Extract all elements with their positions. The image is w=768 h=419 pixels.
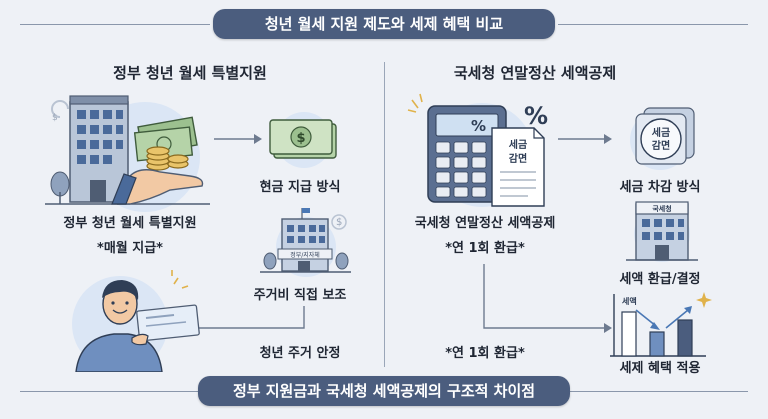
right-step-1: 세금 차감 방식 (619, 180, 701, 195)
svg-text:세금: 세금 (509, 138, 527, 151)
footer-title: 정부 지원금과 국세청 세액공제의 구조적 차이점 (198, 376, 570, 406)
left-program-note: *매월 지급* (97, 241, 163, 256)
local-government-sign: 정부/지자체 (290, 251, 320, 259)
svg-text:감면: 감면 (652, 139, 670, 152)
title-rule-left (20, 24, 210, 25)
svg-text:$: $ (52, 113, 58, 123)
left-step-1: 현금 지급 방식 (259, 180, 341, 195)
calculator-icon: % % 세금 감면 (407, 93, 548, 207)
right-step-3: 세제 혜택 적용 (619, 361, 701, 376)
svg-text:$: $ (296, 131, 305, 146)
percent-symbol: % (524, 102, 548, 130)
right-step-2: 세액 환급/결정 (619, 272, 701, 287)
left-step-2: 주거비 직접 보조 (253, 288, 347, 303)
government-building-icon: $ (45, 95, 210, 212)
left-program-label: 정부 청년 월세 특별지원 (63, 216, 197, 231)
left-arrow-1 (214, 134, 262, 144)
right-program-note: *연 1회 환급* (445, 241, 525, 256)
tax-reduction-badge-icon: 세금 감면 (630, 107, 695, 170)
tax-office-sign: 국세청 (652, 204, 671, 213)
footer-rule-right (570, 391, 748, 392)
left-step-3: 청년 주거 안정 (259, 346, 341, 361)
left-arrow-2 (188, 306, 305, 333)
center-divider (384, 62, 385, 367)
tax-office-building-icon: 국세청 (626, 201, 698, 262)
young-person-icon (72, 270, 200, 372)
svg-text:감면: 감면 (509, 152, 527, 165)
right-arrow-1 (558, 134, 612, 144)
right-arrow-note: *연 1회 환급* (445, 346, 525, 361)
right-program-label: 국세청 연말정산 세액공제 (414, 216, 556, 231)
page-title: 청년 월세 지원 제도와 세제 혜택 비교 (213, 9, 555, 39)
cash-bill-icon: $ (269, 112, 337, 168)
title-rule-right (558, 24, 748, 25)
right-arrow-2 (483, 264, 612, 333)
left-heading: 정부 청년 월세 특별지원 (113, 64, 267, 82)
svg-text:$: $ (336, 217, 342, 228)
svg-text:%: % (471, 117, 486, 135)
local-government-building-icon: $ 정부/지자체 (260, 208, 351, 277)
svg-text:세금: 세금 (652, 126, 670, 139)
right-heading: 국세청 연말정산 세액공제 (453, 64, 617, 82)
tax-benefit-chart-icon: 세액 (610, 292, 712, 357)
footer-rule-left (20, 391, 198, 392)
chart-label: 세액 (622, 296, 637, 306)
